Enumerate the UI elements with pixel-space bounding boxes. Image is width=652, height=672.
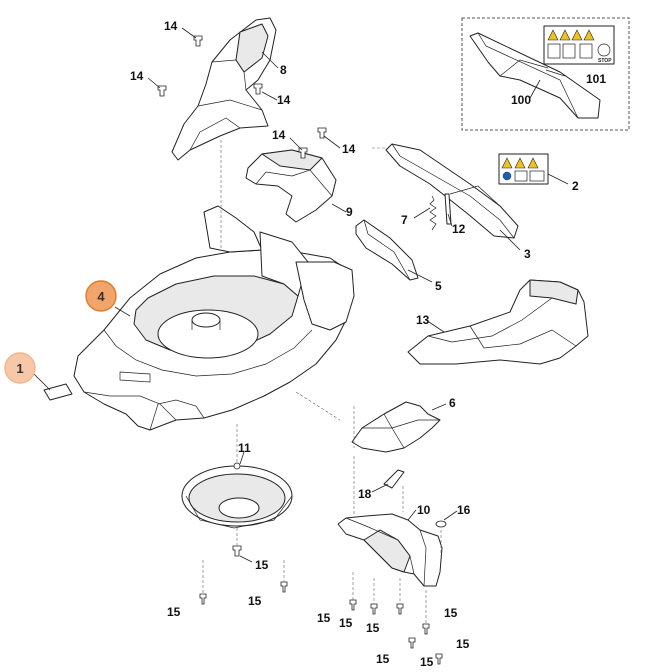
- badge-4[interactable]: 4: [85, 280, 117, 312]
- part-10-bottom-chute[interactable]: [337, 513, 443, 587]
- label-15: 15: [444, 606, 458, 620]
- label-15: 15: [339, 616, 353, 630]
- part-11-disc[interactable]: [181, 462, 293, 529]
- label-9: 9: [346, 205, 353, 219]
- callout-labels: 14 8 14 14 14 14 9 100 101 2 7 12 3 5 13…: [130, 19, 606, 669]
- part-7-spring[interactable]: [429, 195, 437, 231]
- label-15: 15: [366, 621, 380, 635]
- part-16-nut[interactable]: [435, 520, 447, 528]
- label-16: 16: [457, 503, 471, 517]
- label-2: 2: [572, 179, 579, 193]
- label-14: 14: [342, 142, 356, 156]
- label-14: 14: [164, 19, 178, 33]
- label-15: 15: [255, 558, 269, 572]
- badge-1[interactable]: 1: [4, 352, 36, 384]
- label-14: 14: [130, 69, 144, 83]
- label-11: 11: [238, 441, 251, 455]
- alignment-lines: [202, 140, 442, 624]
- stop-text: STOP: [598, 58, 612, 64]
- svg-text:1: 1: [16, 361, 23, 376]
- label-15: 15: [456, 637, 470, 651]
- part-9-rear-hood[interactable]: [245, 149, 337, 223]
- label-8: 8: [280, 63, 287, 77]
- label-100: 100: [511, 93, 531, 107]
- label-7: 7: [401, 213, 408, 227]
- part-8-shroud[interactable]: [171, 17, 277, 161]
- label-15: 15: [420, 655, 434, 669]
- label-5: 5: [435, 279, 442, 293]
- label-15: 15: [376, 652, 390, 666]
- screw-icon: [157, 35, 443, 665]
- label-15: 15: [167, 605, 181, 619]
- label-101: 101: [586, 72, 606, 86]
- part-4-mower-deck[interactable]: [73, 205, 355, 431]
- part-5-bracket[interactable]: [355, 219, 419, 281]
- label-15: 15: [317, 611, 331, 625]
- label-6: 6: [449, 396, 456, 410]
- label-15: 15: [248, 594, 262, 608]
- inset-box: [461, 17, 630, 131]
- label-3: 3: [524, 247, 531, 261]
- label-10: 10: [417, 503, 431, 517]
- label-13: 13: [416, 313, 430, 327]
- label-14: 14: [277, 93, 291, 107]
- label-12: 12: [452, 222, 466, 236]
- part-1-small-label[interactable]: [43, 383, 73, 401]
- svg-text:4: 4: [97, 289, 105, 304]
- leader-lines: [33, 27, 569, 563]
- part-2-label-decal[interactable]: [498, 153, 549, 185]
- info-circle-icon: [502, 171, 512, 181]
- part-100-deflector[interactable]: [469, 32, 601, 119]
- label-14: 14: [272, 128, 286, 142]
- label-18: 18: [358, 487, 372, 501]
- part-18-clip[interactable]: [383, 469, 405, 489]
- part-3-rear-flap[interactable]: [385, 143, 519, 239]
- part-6-baffle[interactable]: [351, 401, 441, 453]
- part-13-side-chute[interactable]: [407, 279, 589, 365]
- part-101-label-decal[interactable]: STOP: [543, 25, 615, 65]
